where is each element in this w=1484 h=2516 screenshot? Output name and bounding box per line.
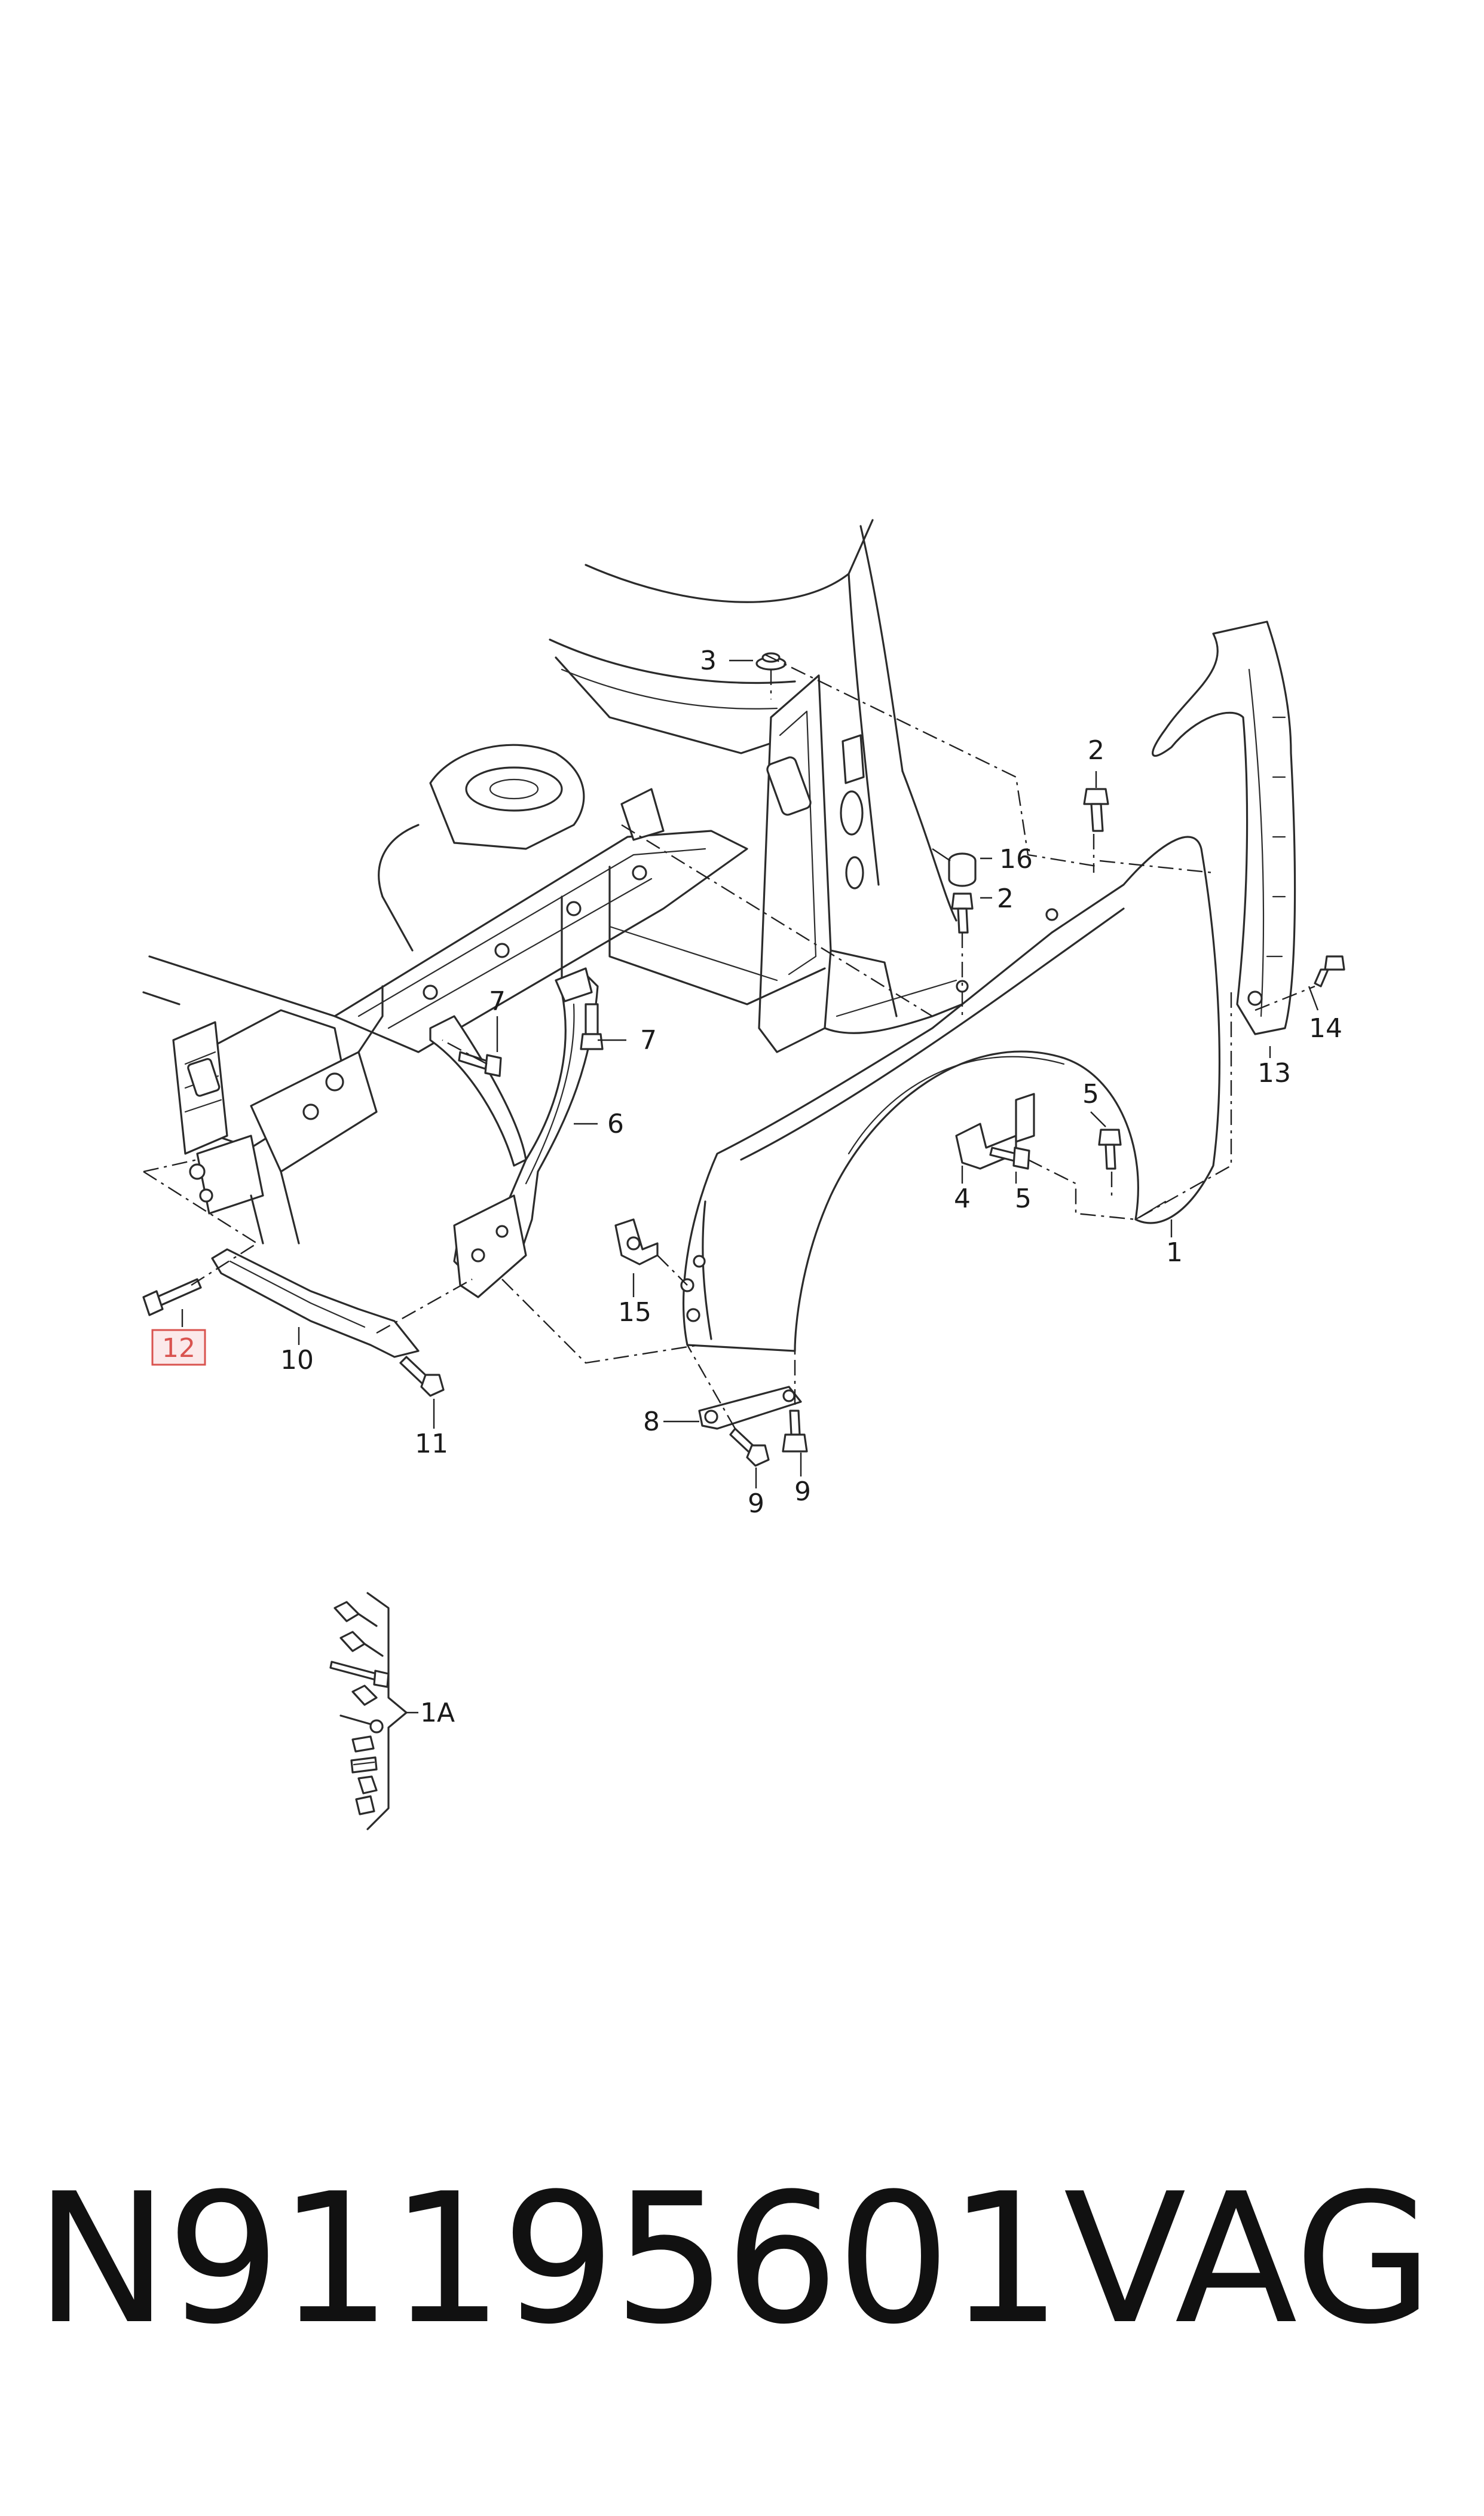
callout-4[interactable]: 4: [954, 1184, 971, 1214]
callout-2-upper[interactable]: 2: [1088, 735, 1104, 766]
assembly-lines: [143, 653, 1315, 1429]
part-6-bracket: [429, 967, 599, 1298]
callout-1[interactable]: 1: [1166, 1237, 1183, 1268]
fastener-kit-1a: [329, 1592, 408, 1830]
brand-label: VAG: [1063, 2155, 1433, 2364]
callout-14[interactable]: 14: [1309, 1013, 1342, 1044]
callout-7-right[interactable]: 7: [640, 1025, 657, 1056]
bolt-2-upper: [1083, 788, 1109, 832]
part-8-bracket: [698, 1386, 802, 1430]
callout-10[interactable]: 10: [280, 1345, 314, 1375]
callout-9-right[interactable]: 9: [794, 1476, 811, 1507]
bolt-12: [142, 1278, 202, 1316]
bolt-5b: [1098, 1129, 1122, 1170]
callout-7-left[interactable]: 7: [489, 986, 506, 1017]
bolt-14: [1314, 955, 1345, 988]
callout-15[interactable]: 15: [618, 1297, 651, 1328]
bolt-11: [399, 1356, 445, 1397]
callout-13[interactable]: 13: [1257, 1058, 1291, 1089]
callouts: 3 2 16 2 7 7 6 13 14 5 4 5 1 15 10 8 11 …: [151, 646, 1342, 1728]
bolt-9b: [782, 1410, 808, 1453]
part-16-buffer: [948, 852, 977, 887]
part-13-liner: [1152, 620, 1296, 1035]
callout-11[interactable]: 11: [415, 1429, 448, 1459]
part-15-bracket: [614, 1218, 659, 1265]
part-10-strut: [211, 1248, 420, 1358]
part-1-fender: [680, 836, 1220, 1352]
callout-5-lower[interactable]: 5: [1015, 1184, 1032, 1214]
bolt-9a: [729, 1427, 770, 1467]
bolt-5a: [989, 1147, 1030, 1170]
bolt-3: [755, 652, 787, 671]
callout-3[interactable]: 3: [700, 646, 717, 676]
callout-8[interactable]: 8: [643, 1407, 660, 1437]
bolts: [142, 652, 1345, 1467]
leader-lines: [181, 659, 1319, 1714]
body-structure: [142, 519, 993, 1245]
callout-2-lower[interactable]: 2: [997, 883, 1014, 914]
callout-12-highlighted[interactable]: 12: [162, 1333, 195, 1364]
exploded-parts-diagram: 3 2 16 2 7 7 6 13 14 5 4 5 1 15 10 8 11 …: [142, 519, 1345, 1830]
bolt-2-lower: [951, 892, 974, 934]
footer: N91195601 VAG: [0, 2134, 1484, 2385]
callout-1a[interactable]: 1A: [420, 1698, 455, 1728]
highlight-box-12: [151, 1329, 206, 1366]
callout-16[interactable]: 16: [999, 844, 1033, 875]
callout-6[interactable]: 6: [607, 1109, 624, 1139]
callout-9-left[interactable]: 9: [748, 1488, 764, 1519]
bolt-7b: [580, 1003, 604, 1050]
callout-5-upper[interactable]: 5: [1082, 1079, 1099, 1109]
bolt-7a: [458, 1051, 502, 1077]
part-number: N91195601: [35, 2155, 1062, 2364]
